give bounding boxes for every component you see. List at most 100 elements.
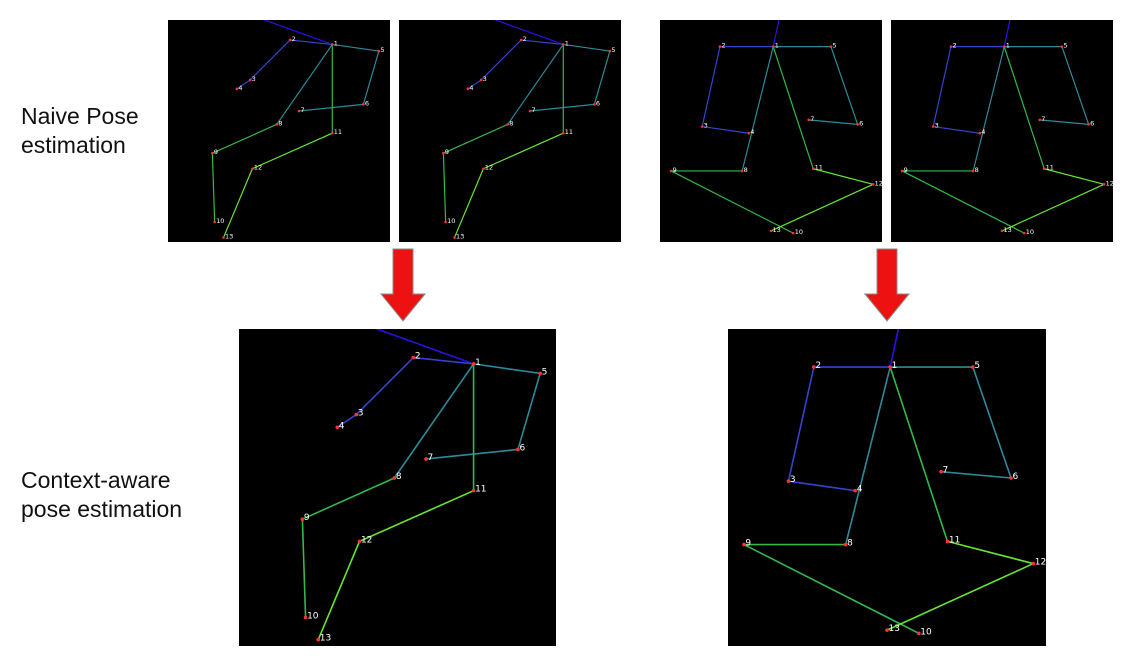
limb-1-11 <box>1003 46 1045 169</box>
joint-label-8: 8 <box>975 166 979 174</box>
joint-label-5: 5 <box>1063 42 1067 50</box>
limb-12-13 <box>886 562 1034 631</box>
limb-0-1 <box>374 329 474 365</box>
joint-label-6: 6 <box>365 99 369 107</box>
joint-dot-4 <box>978 131 982 135</box>
limb-6-7 <box>425 448 519 460</box>
limb-5-6 <box>593 50 611 105</box>
joint-label-9: 9 <box>673 166 677 174</box>
limb-3-4 <box>933 125 980 134</box>
limb-11-12 <box>483 132 564 170</box>
joint-dot-11 <box>811 167 815 171</box>
joint-label-4: 4 <box>981 128 985 136</box>
joint-dot-13 <box>453 236 456 239</box>
joint-label-10: 10 <box>795 228 803 236</box>
limb-0-1 <box>772 20 780 47</box>
joint-label-6: 6 <box>1090 119 1094 127</box>
joint-label-1: 1 <box>565 39 569 47</box>
joint-dot-12 <box>1102 182 1106 186</box>
joint-label-3: 3 <box>483 75 487 83</box>
limb-1-8 <box>507 44 564 125</box>
joint-label-6: 6 <box>596 99 600 107</box>
joint-dot-1 <box>471 362 476 366</box>
joint-dot-11 <box>471 488 476 493</box>
joint-dot-4 <box>466 87 470 91</box>
joint-dot-5 <box>538 371 542 376</box>
joint-dot-6 <box>856 123 859 126</box>
joint-dot-8 <box>392 476 397 480</box>
joint-dot-10 <box>444 220 447 224</box>
joint-dot-12 <box>871 182 875 186</box>
limb-11-12 <box>1044 168 1105 185</box>
joint-dot-10 <box>791 231 795 235</box>
limb-6-7 <box>1039 119 1089 125</box>
joint-dot-5 <box>377 49 381 53</box>
joint-dot-13 <box>316 637 321 642</box>
joint-label-6: 6 <box>859 119 863 127</box>
joint-label-11: 11 <box>1046 164 1054 172</box>
joint-dot-4 <box>335 425 340 430</box>
limb-6-7 <box>529 103 595 112</box>
joint-dot-7 <box>1038 118 1042 122</box>
joint-label-1: 1 <box>475 358 481 368</box>
limb-1-2 <box>413 356 474 365</box>
joint-dot-3 <box>931 125 935 128</box>
arrow-shape <box>380 248 426 322</box>
joint-dot-2 <box>288 38 292 42</box>
joint-dot-6 <box>593 103 596 106</box>
joint-dot-9 <box>211 151 214 155</box>
limb-1-5 <box>563 43 610 52</box>
joint-dot-13 <box>1000 229 1004 233</box>
joint-dot-7 <box>424 457 428 461</box>
limb-9-10 <box>301 519 307 618</box>
joint-dot-8 <box>843 542 848 547</box>
limb-9-10 <box>670 170 794 234</box>
joint-label-10: 10 <box>920 627 932 637</box>
joint-dot-11 <box>1042 167 1046 171</box>
joint-label-9: 9 <box>745 539 751 549</box>
joint-label-10: 10 <box>447 217 455 225</box>
limb-6-7 <box>298 103 364 112</box>
joint-label-11: 11 <box>475 485 486 495</box>
limb-1-11 <box>772 46 814 169</box>
joint-dot-13 <box>222 236 225 239</box>
joint-label-3: 3 <box>358 409 364 419</box>
joint-dot-2 <box>519 38 523 42</box>
joint-label-6: 6 <box>1013 472 1019 482</box>
limb-12-13 <box>453 168 484 238</box>
joint-dot-2 <box>949 45 953 48</box>
limb-5-6 <box>362 50 380 105</box>
limb-0-1 <box>493 20 564 45</box>
joint-dot-7 <box>807 118 811 122</box>
joint-label-6: 6 <box>519 443 525 453</box>
limb-1-2 <box>290 39 333 46</box>
joint-label-2: 2 <box>815 361 821 371</box>
joint-label-11: 11 <box>949 535 960 545</box>
joint-dot-1 <box>771 45 775 48</box>
joint-label-13: 13 <box>320 634 331 644</box>
joint-label-8: 8 <box>744 166 748 174</box>
joint-label-13: 13 <box>773 226 781 234</box>
limb-9-10 <box>442 153 447 223</box>
limb-8-9 <box>443 123 509 154</box>
limb-1-5 <box>473 363 541 375</box>
joint-label-13: 13 <box>456 233 464 241</box>
joint-dot-4 <box>747 131 751 135</box>
joint-dot-8 <box>971 169 975 173</box>
limb-11-12 <box>252 132 333 170</box>
joint-dot-1 <box>1002 45 1006 48</box>
joint-label-13: 13 <box>1004 226 1012 234</box>
joint-dot-3 <box>786 479 791 483</box>
limb-8-9 <box>212 123 278 154</box>
joint-label-9: 9 <box>304 513 310 523</box>
limb-3-4 <box>788 480 856 492</box>
limb-0-1 <box>1003 20 1011 47</box>
